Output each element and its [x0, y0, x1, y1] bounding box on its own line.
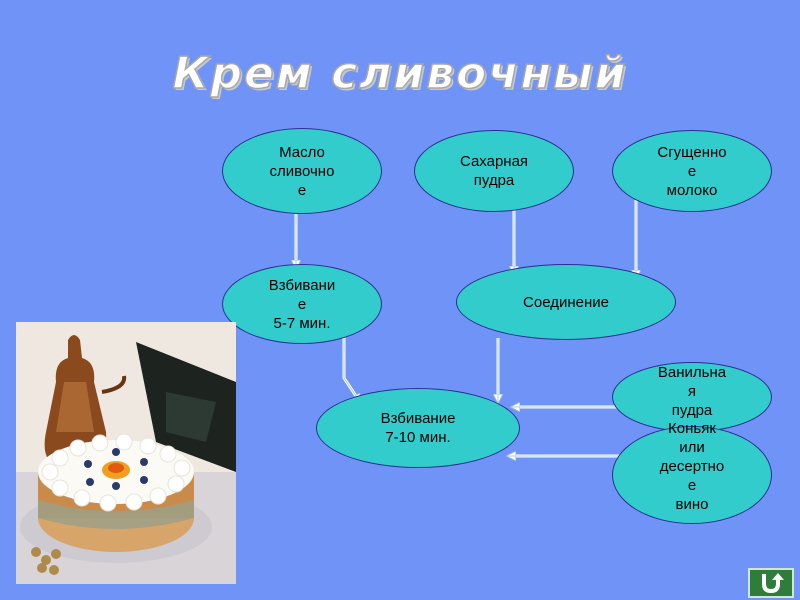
node-condensed-milk: Сгущенно е молоко — [612, 130, 772, 212]
node-butter-label: Масло сливочно е — [269, 143, 335, 199]
node-cognac: Коньяк или десертно е вино — [612, 420, 772, 524]
node-combine-label: Соединение — [523, 293, 609, 311]
arrow-whip1-to-whip2 — [342, 336, 360, 402]
return-nav-button[interactable] — [748, 568, 794, 598]
u-turn-back-icon — [762, 573, 784, 594]
node-vanilla-label: Ванильна я пудра — [657, 364, 727, 419]
node-vanilla: Ванильна я пудра — [612, 362, 772, 432]
cake-photo — [16, 322, 236, 584]
node-cognac-label: Коньяк или десертно е вино — [659, 420, 725, 513]
node-combine: Соединение — [456, 264, 676, 340]
node-whip-7-10-label: Взбивание 7-10 мин. — [380, 410, 456, 446]
node-whip-5-7-label: Взбивани е 5-7 мин. — [268, 276, 336, 332]
node-whip-7-10: Взбивание 7-10 мин. — [316, 388, 520, 468]
slide-title: Крем сливочный — [172, 47, 628, 100]
node-whip-5-7: Взбивани е 5-7 мин. — [222, 264, 382, 344]
node-sugar-label: Сахарная пудра — [459, 153, 529, 189]
cake-illustration — [16, 322, 236, 584]
node-condensed-milk-label: Сгущенно е молоко — [657, 143, 727, 199]
node-butter: Масло сливочно е — [222, 128, 382, 214]
node-sugar: Сахарная пудра — [414, 130, 574, 212]
